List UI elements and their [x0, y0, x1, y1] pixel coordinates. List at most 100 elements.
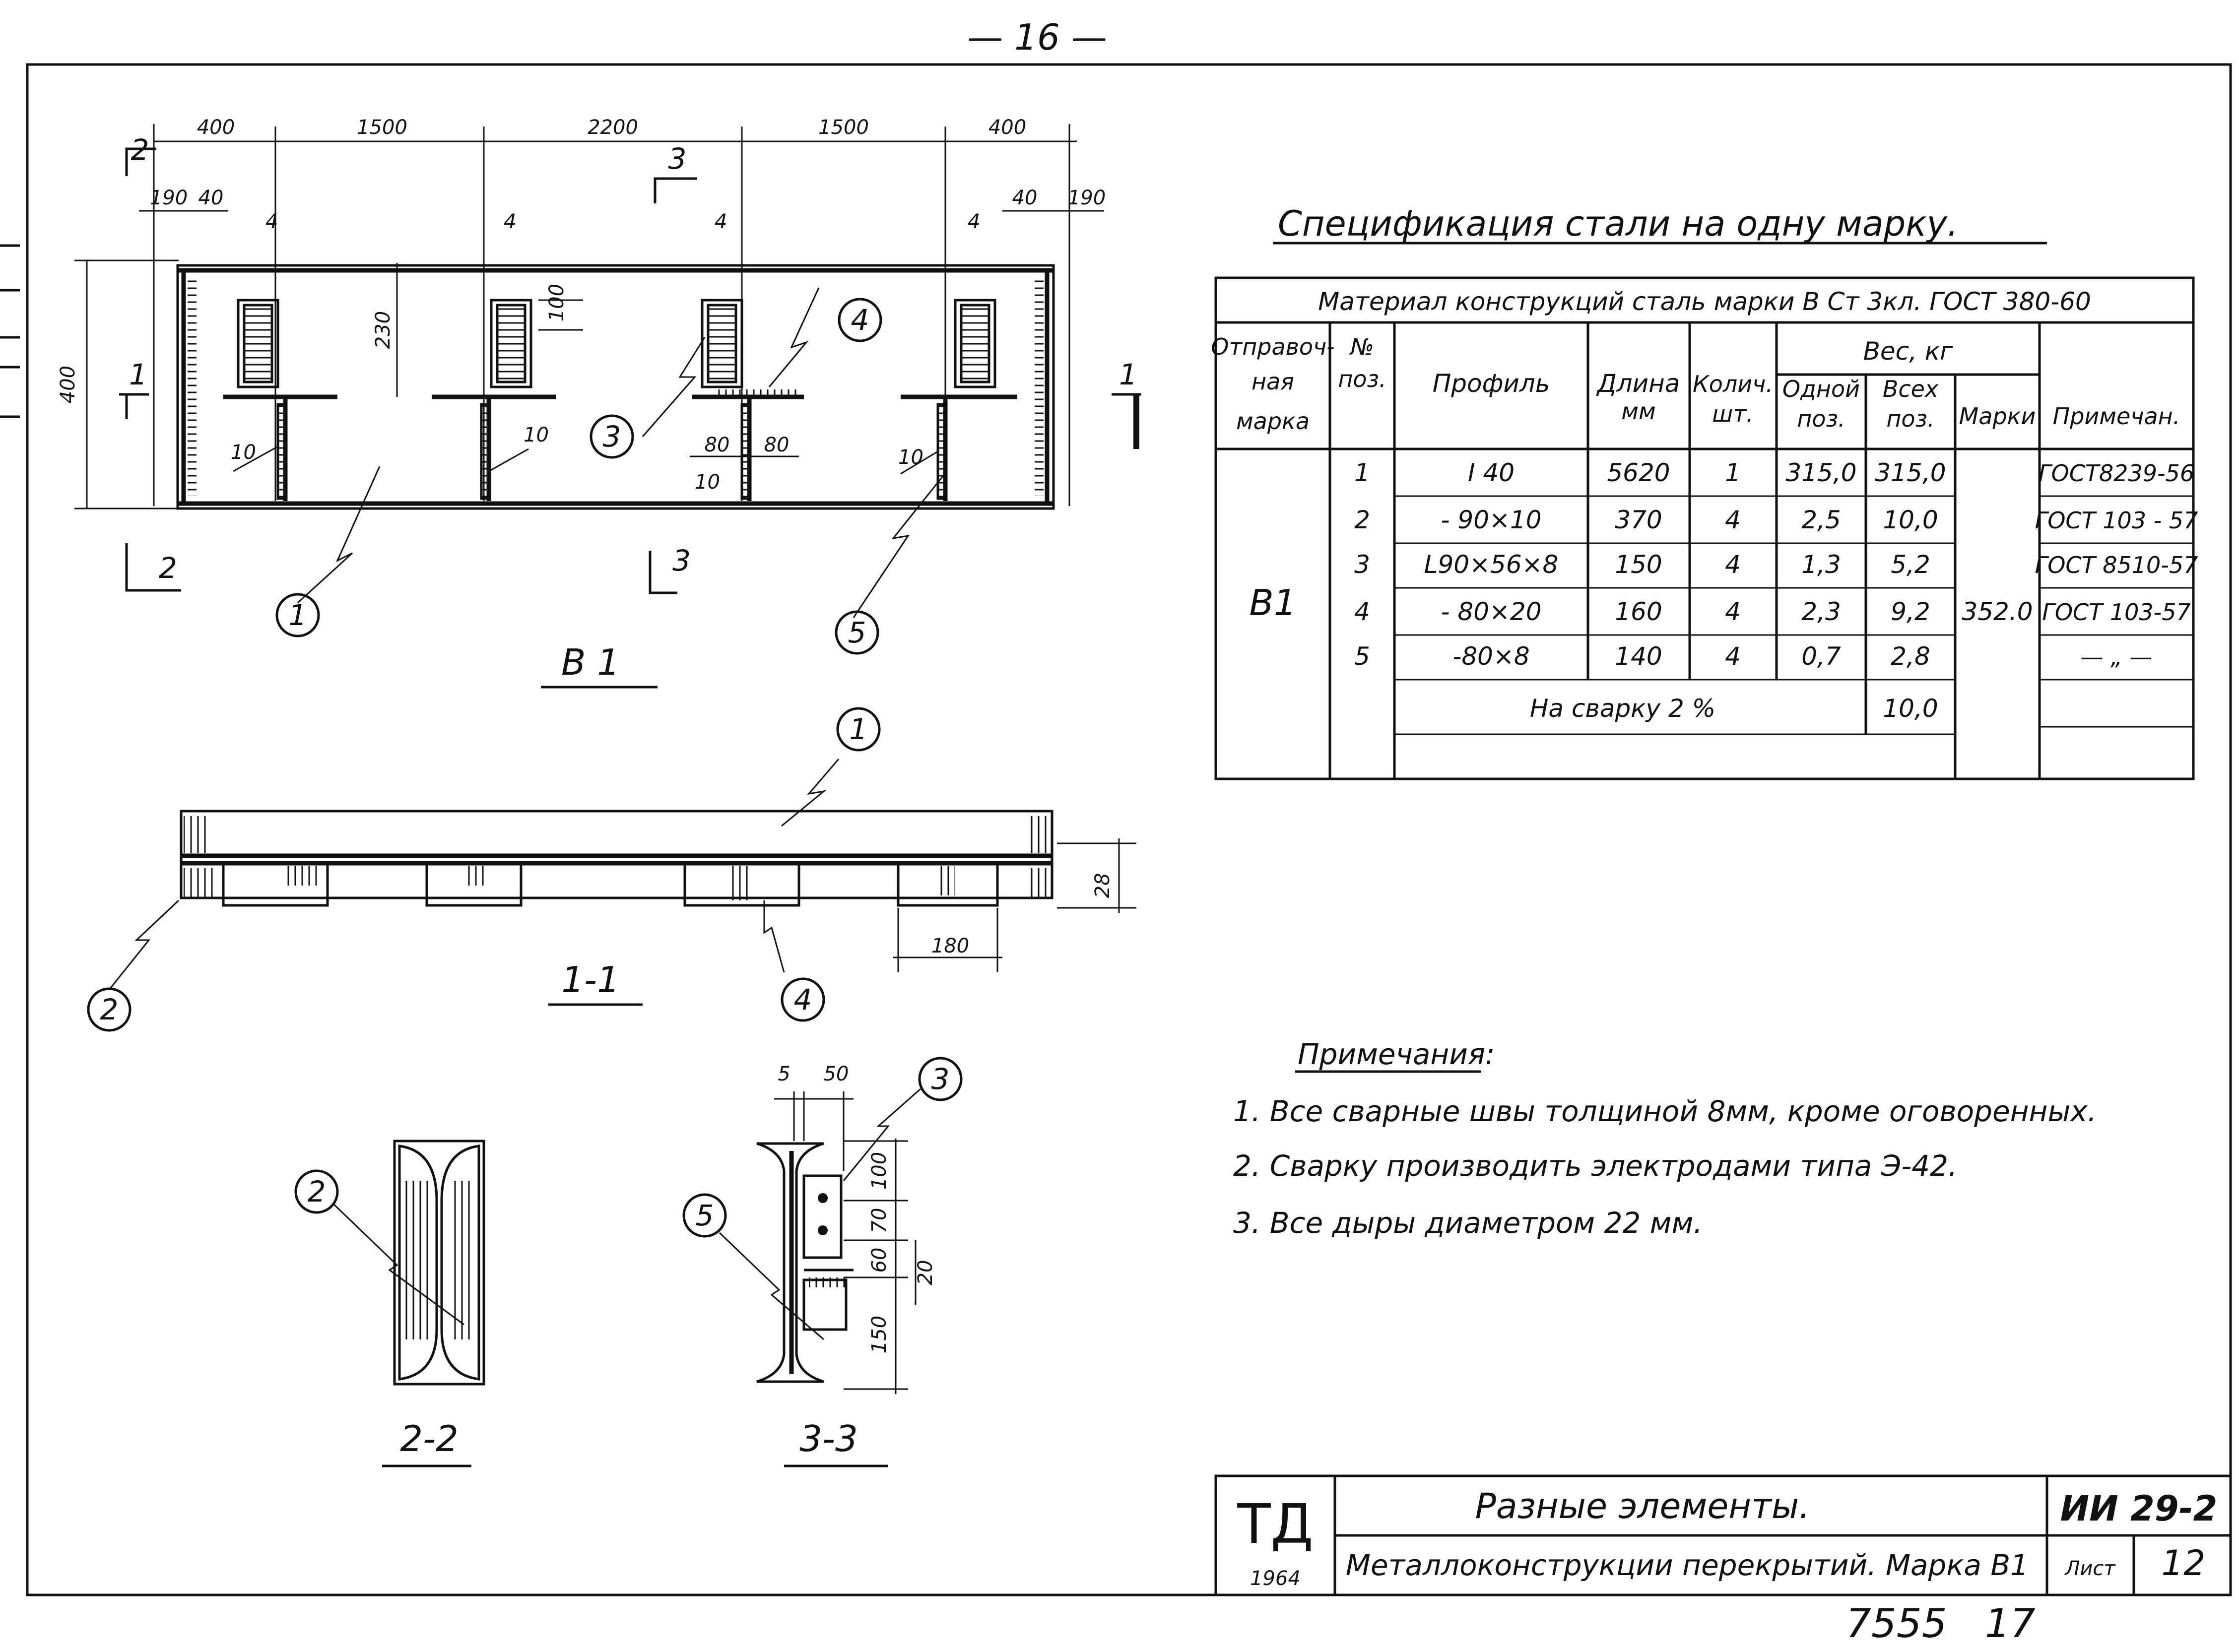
title-name: Разные элементы.	[1475, 1486, 1810, 1526]
svg-text:315,0: 315,0	[1875, 458, 1946, 487]
svg-text:4: 4	[1725, 506, 1741, 534]
callout-3-plan: 3	[590, 414, 634, 459]
dim-gap-2: 4	[504, 210, 516, 233]
section-3-3-dim-70: 70	[868, 1208, 891, 1233]
svg-text:1: 1	[289, 598, 307, 632]
note-3: 3. Все дыры диаметром 22 мм.	[1233, 1206, 1703, 1240]
dim-plate-80b: 80	[764, 434, 790, 456]
hdr-length-2: мм	[1621, 398, 1655, 425]
svg-text:9,2: 9,2	[1891, 597, 1930, 626]
notes-title: Примечания:	[1298, 1037, 1495, 1071]
section-mark-3-bottom: 3	[672, 544, 691, 577]
svg-text:4: 4	[1725, 550, 1741, 579]
svg-text:4: 4	[794, 983, 812, 1017]
svg-text:4: 4	[851, 303, 869, 337]
svg-text:4: 4	[1354, 597, 1370, 626]
svg-text:4: 4	[1725, 597, 1741, 626]
svg-text:-80×8: -80×8	[1452, 642, 1529, 671]
callout-1-plan: 1	[275, 593, 320, 637]
dim-height-400: 400	[57, 366, 79, 403]
svg-text:2,8: 2,8	[1891, 642, 1930, 671]
dim-top-1: 400	[197, 116, 235, 139]
dim-weld-10-a: 10	[231, 441, 256, 464]
dim-top-2: 1500	[357, 116, 407, 139]
table-row: 3 L90×56×8 150 4 1,3 5,2 ГОСТ 8510-57	[1354, 550, 2198, 579]
dim-weld-10-b: 10	[524, 424, 549, 446]
dim-slot-100: 100	[545, 284, 568, 321]
svg-text:— „ —: — „ —	[2080, 643, 2152, 670]
plan-view: 400 1500 2200 1500 400 190 40 40 190 2 3	[57, 116, 1141, 689]
svg-text:ГОСТ8239-56: ГОСТ8239-56	[2039, 460, 2194, 487]
hdr-weight-group: Вес, кг	[1863, 337, 1954, 366]
dim-gap-3: 4	[715, 210, 727, 233]
section-1-1-dim-28: 28	[1091, 873, 1114, 898]
dim-weld-10-c: 10	[695, 471, 720, 494]
dim-depth-230: 230	[372, 311, 395, 349]
svg-text:5: 5	[696, 1199, 714, 1232]
title-sheet-label: Лист	[2064, 1557, 2116, 1580]
svg-text:2: 2	[1354, 506, 1370, 534]
svg-text:4: 4	[1725, 642, 1741, 671]
title-subtitle: Металлоконструкции перекрытий. Марка В1	[1346, 1548, 2029, 1582]
svg-text:ГОСТ 8510-57: ГОСТ 8510-57	[2035, 552, 2198, 578]
left-margin-ticks	[0, 244, 20, 418]
svg-text:315,0: 315,0	[1785, 458, 1856, 487]
section-mark-1-right: 1	[1119, 358, 1137, 391]
callout-4-section: 4	[781, 977, 825, 1022]
hdr-weight-one-2: поз.	[1797, 405, 1845, 432]
table-row: 2 - 90×10 370 4 2,5 10,0 ГОСТ 103 - 57	[1354, 506, 2198, 534]
svg-text:5620: 5620	[1607, 458, 1670, 487]
svg-text:3: 3	[603, 420, 621, 453]
svg-text:1: 1	[1725, 458, 1741, 487]
svg-text:- 90×10: - 90×10	[1441, 506, 1541, 534]
svg-text:2,5: 2,5	[1801, 506, 1841, 534]
hdr-qty-1: Колич.	[1693, 371, 1773, 397]
hdr-length-1: Длина	[1596, 369, 1680, 398]
title-year: 1964	[1250, 1567, 1301, 1590]
notes: Примечания: 1. Все сварные швы толщиной …	[1233, 1037, 2097, 1240]
svg-text:1: 1	[1354, 458, 1370, 487]
svg-text:1,3: 1,3	[1801, 550, 1841, 579]
section-1-1: 28 180 1-1	[108, 759, 1136, 1006]
plan-view-label: В 1	[561, 641, 620, 683]
svg-text:3: 3	[1354, 550, 1370, 579]
section-3-3-dim-100: 100	[868, 1152, 891, 1190]
callout-4-plan: 4	[838, 298, 882, 342]
note-1: 1. Все сварные швы толщиной 8мм, кроме о…	[1233, 1094, 2097, 1128]
dim-top-4: 1500	[818, 116, 869, 139]
svg-text:5: 5	[848, 616, 866, 649]
callout-5-plan: 5	[835, 610, 879, 655]
dim-weld-10-d: 10	[898, 446, 923, 469]
hdr-weight-one-1: Одной	[1782, 376, 1860, 402]
note-2: 2. Сварку производить электродами типа Э…	[1233, 1149, 1958, 1183]
hdr-pos-2: поз.	[1338, 366, 1386, 392]
spec-mark-weight: 352.0	[1962, 597, 2033, 626]
spec-weld-label: На сварку 2 %	[1530, 694, 1715, 723]
callout-1-section: 1	[836, 707, 881, 752]
dim-top-5: 400	[988, 116, 1026, 139]
hdr-shipping-mark-2: ная	[1251, 368, 1294, 395]
dim-edge-right-a: 40	[1012, 187, 1038, 209]
section-2-2-label: 2-2	[400, 1418, 459, 1460]
hdr-weight-mark: Марки	[1959, 403, 2036, 430]
svg-text:150: 150	[1615, 550, 1662, 579]
section-3-3-dim-50: 50	[824, 1063, 849, 1085]
sheet-frame	[26, 63, 2232, 1596]
svg-text:2: 2	[308, 1175, 326, 1208]
callout-2-section: 2	[87, 987, 132, 1032]
section-1-1-label: 1-1	[561, 959, 620, 1001]
spec-table: Спецификация стали на одну марку. Матери…	[1211, 203, 2198, 780]
spec-material: Материал конструкций сталь марки В Ст 3к…	[1318, 287, 2091, 316]
svg-text:10,0: 10,0	[1883, 506, 1938, 534]
svg-text:- 80×20: - 80×20	[1441, 597, 1541, 626]
hdr-profile: Профиль	[1433, 369, 1550, 398]
hdr-weight-all-2: поз.	[1886, 405, 1934, 432]
section-3-3-label: 3-3	[799, 1418, 858, 1460]
spec-mark: В1	[1249, 582, 1296, 624]
callout-3-section-3: 3	[918, 1057, 963, 1101]
dim-top-3: 2200	[588, 116, 638, 139]
section-3-3-dim-20: 20	[914, 1260, 937, 1285]
dim-gap-1: 4	[265, 210, 278, 233]
hdr-note: Примечан.	[2053, 403, 2180, 430]
hdr-pos-1: №	[1349, 333, 1374, 360]
